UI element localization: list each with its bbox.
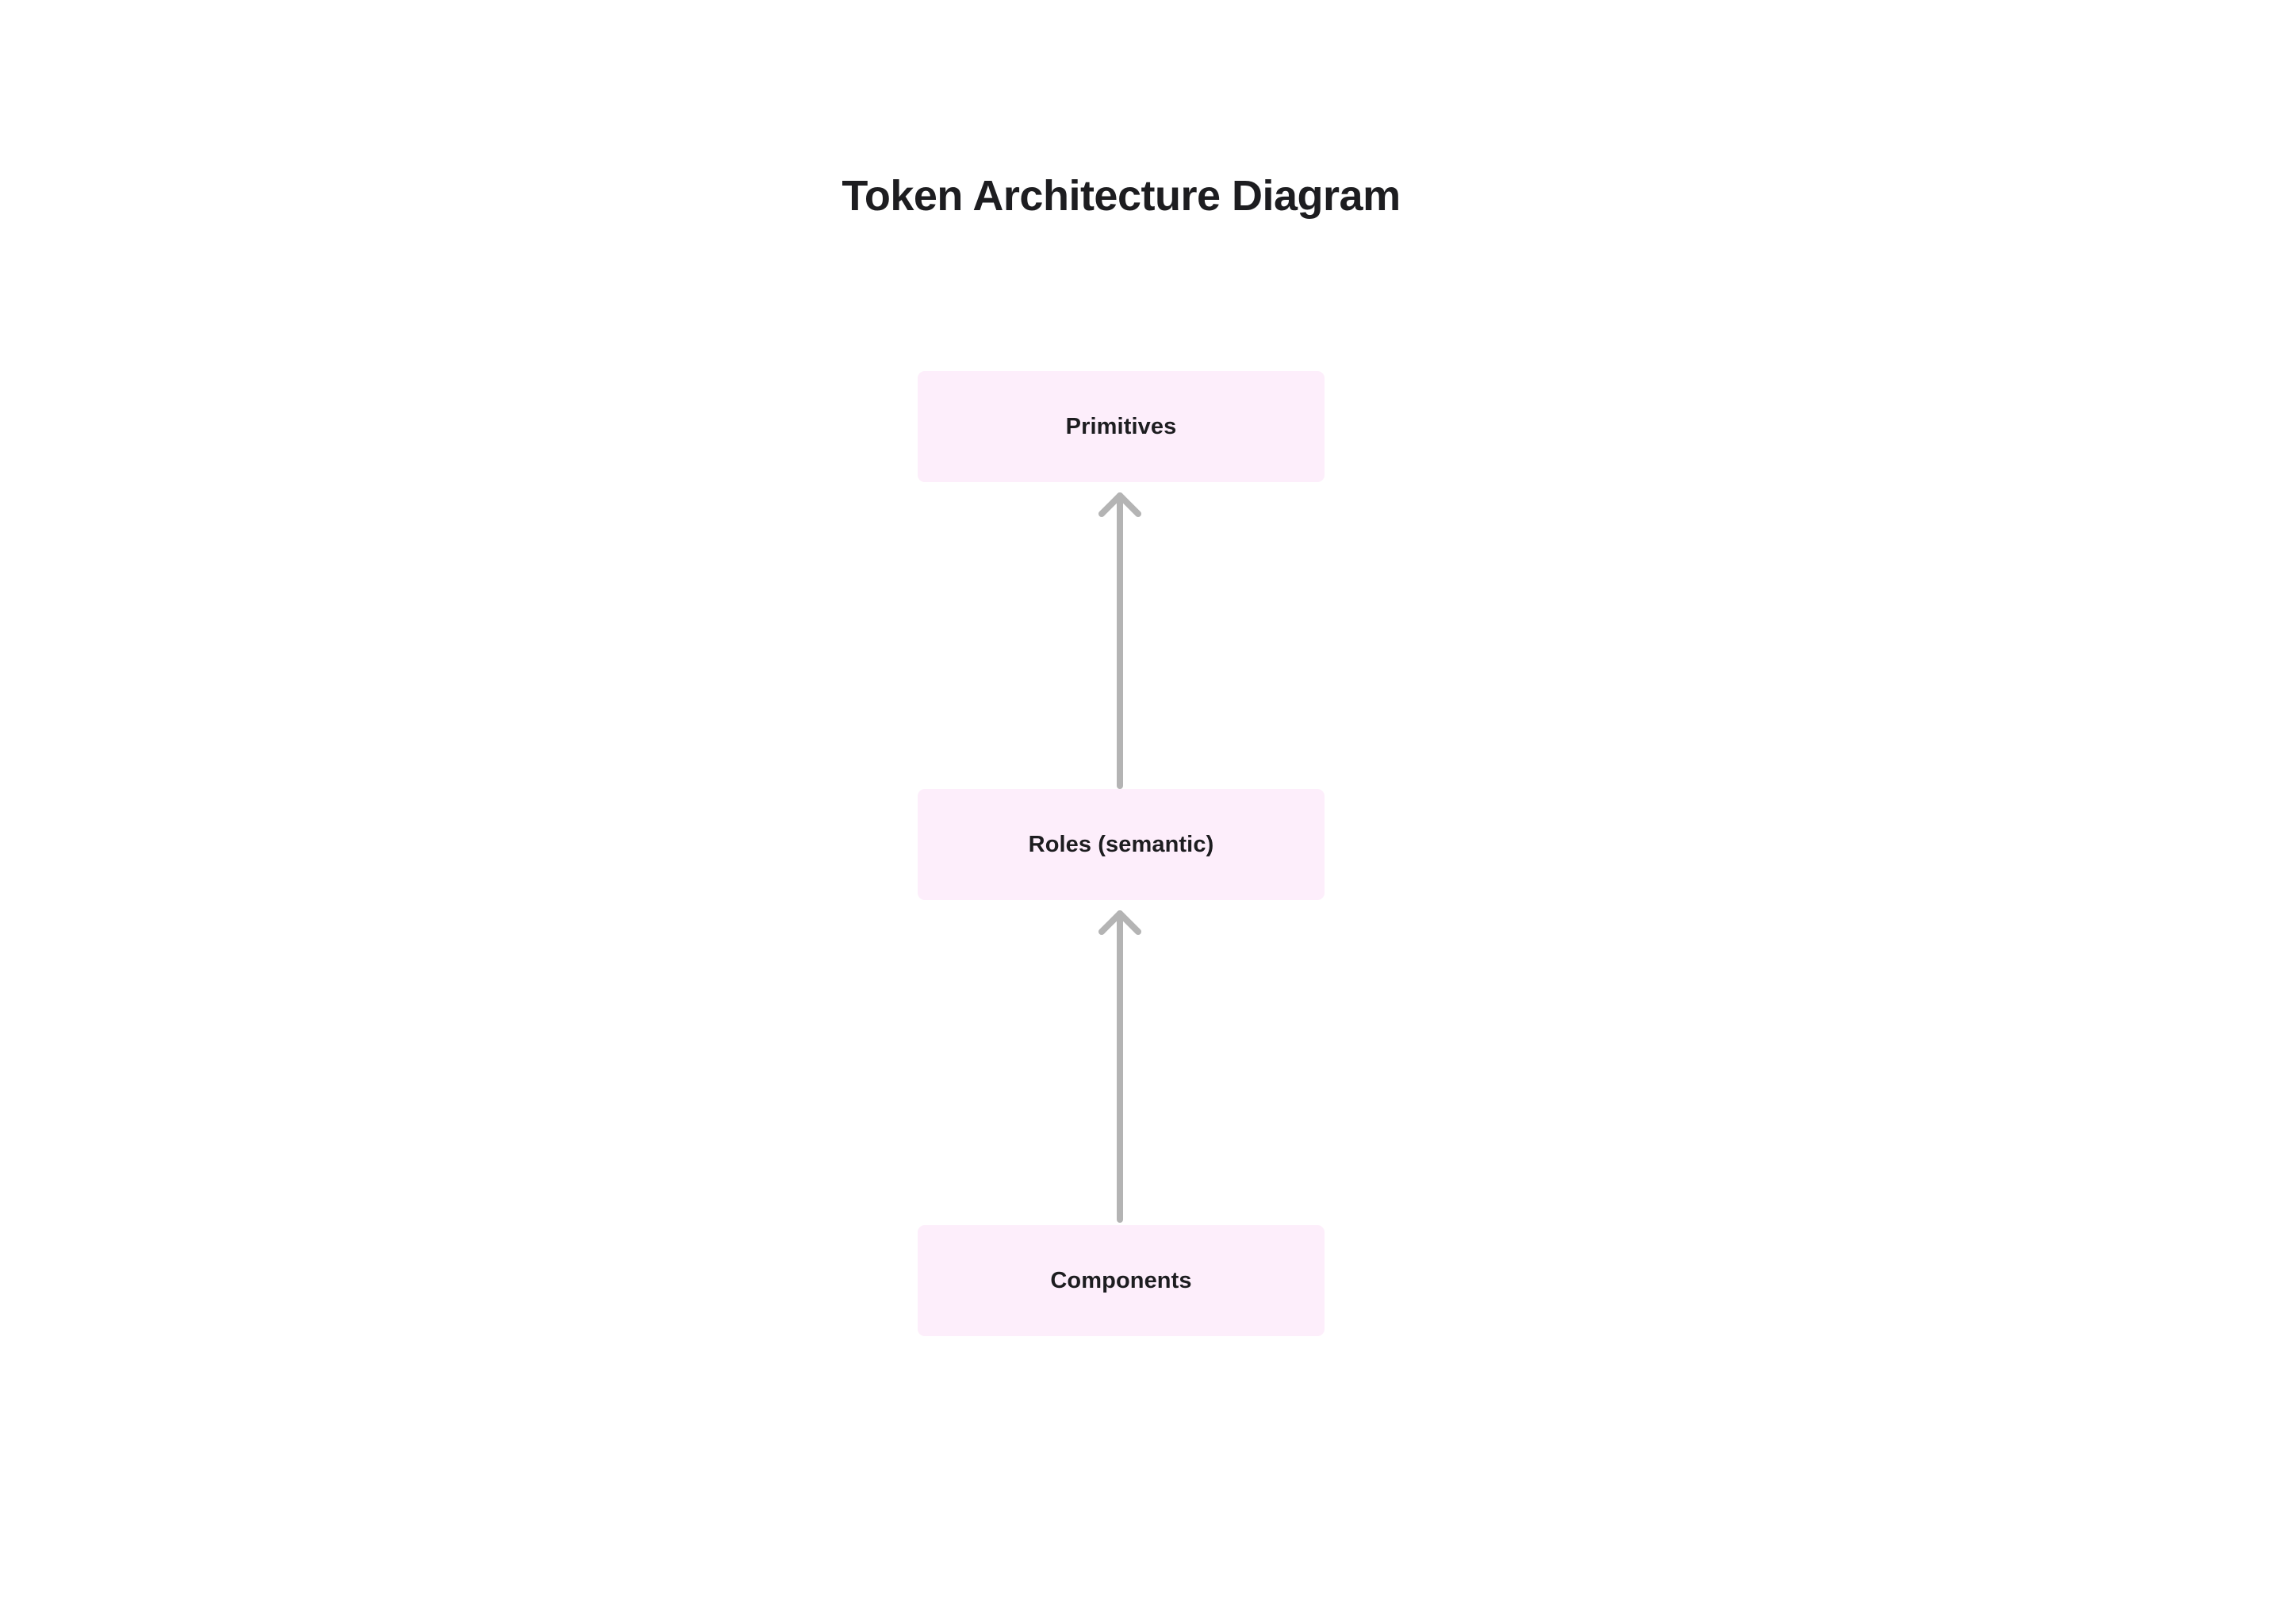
page-title: Token Architecture Diagram xyxy=(0,172,2285,220)
node-roles-label: Roles (semantic) xyxy=(1028,831,1214,857)
page-title-text: Token Architecture Diagram xyxy=(842,172,1401,220)
edge-roles-to-primitives xyxy=(1098,492,1141,789)
node-components-label: Components xyxy=(1050,1267,1192,1293)
edge-components-to-roles xyxy=(1098,910,1141,1223)
node-primitives-label: Primitives xyxy=(1065,413,1177,439)
node-roles[interactable]: Roles (semantic) xyxy=(918,789,1325,900)
up-arrow-icon xyxy=(1098,910,1141,935)
up-arrow-icon xyxy=(1098,492,1141,517)
node-primitives[interactable]: Primitives xyxy=(918,371,1325,482)
node-components[interactable]: Components xyxy=(918,1225,1325,1336)
